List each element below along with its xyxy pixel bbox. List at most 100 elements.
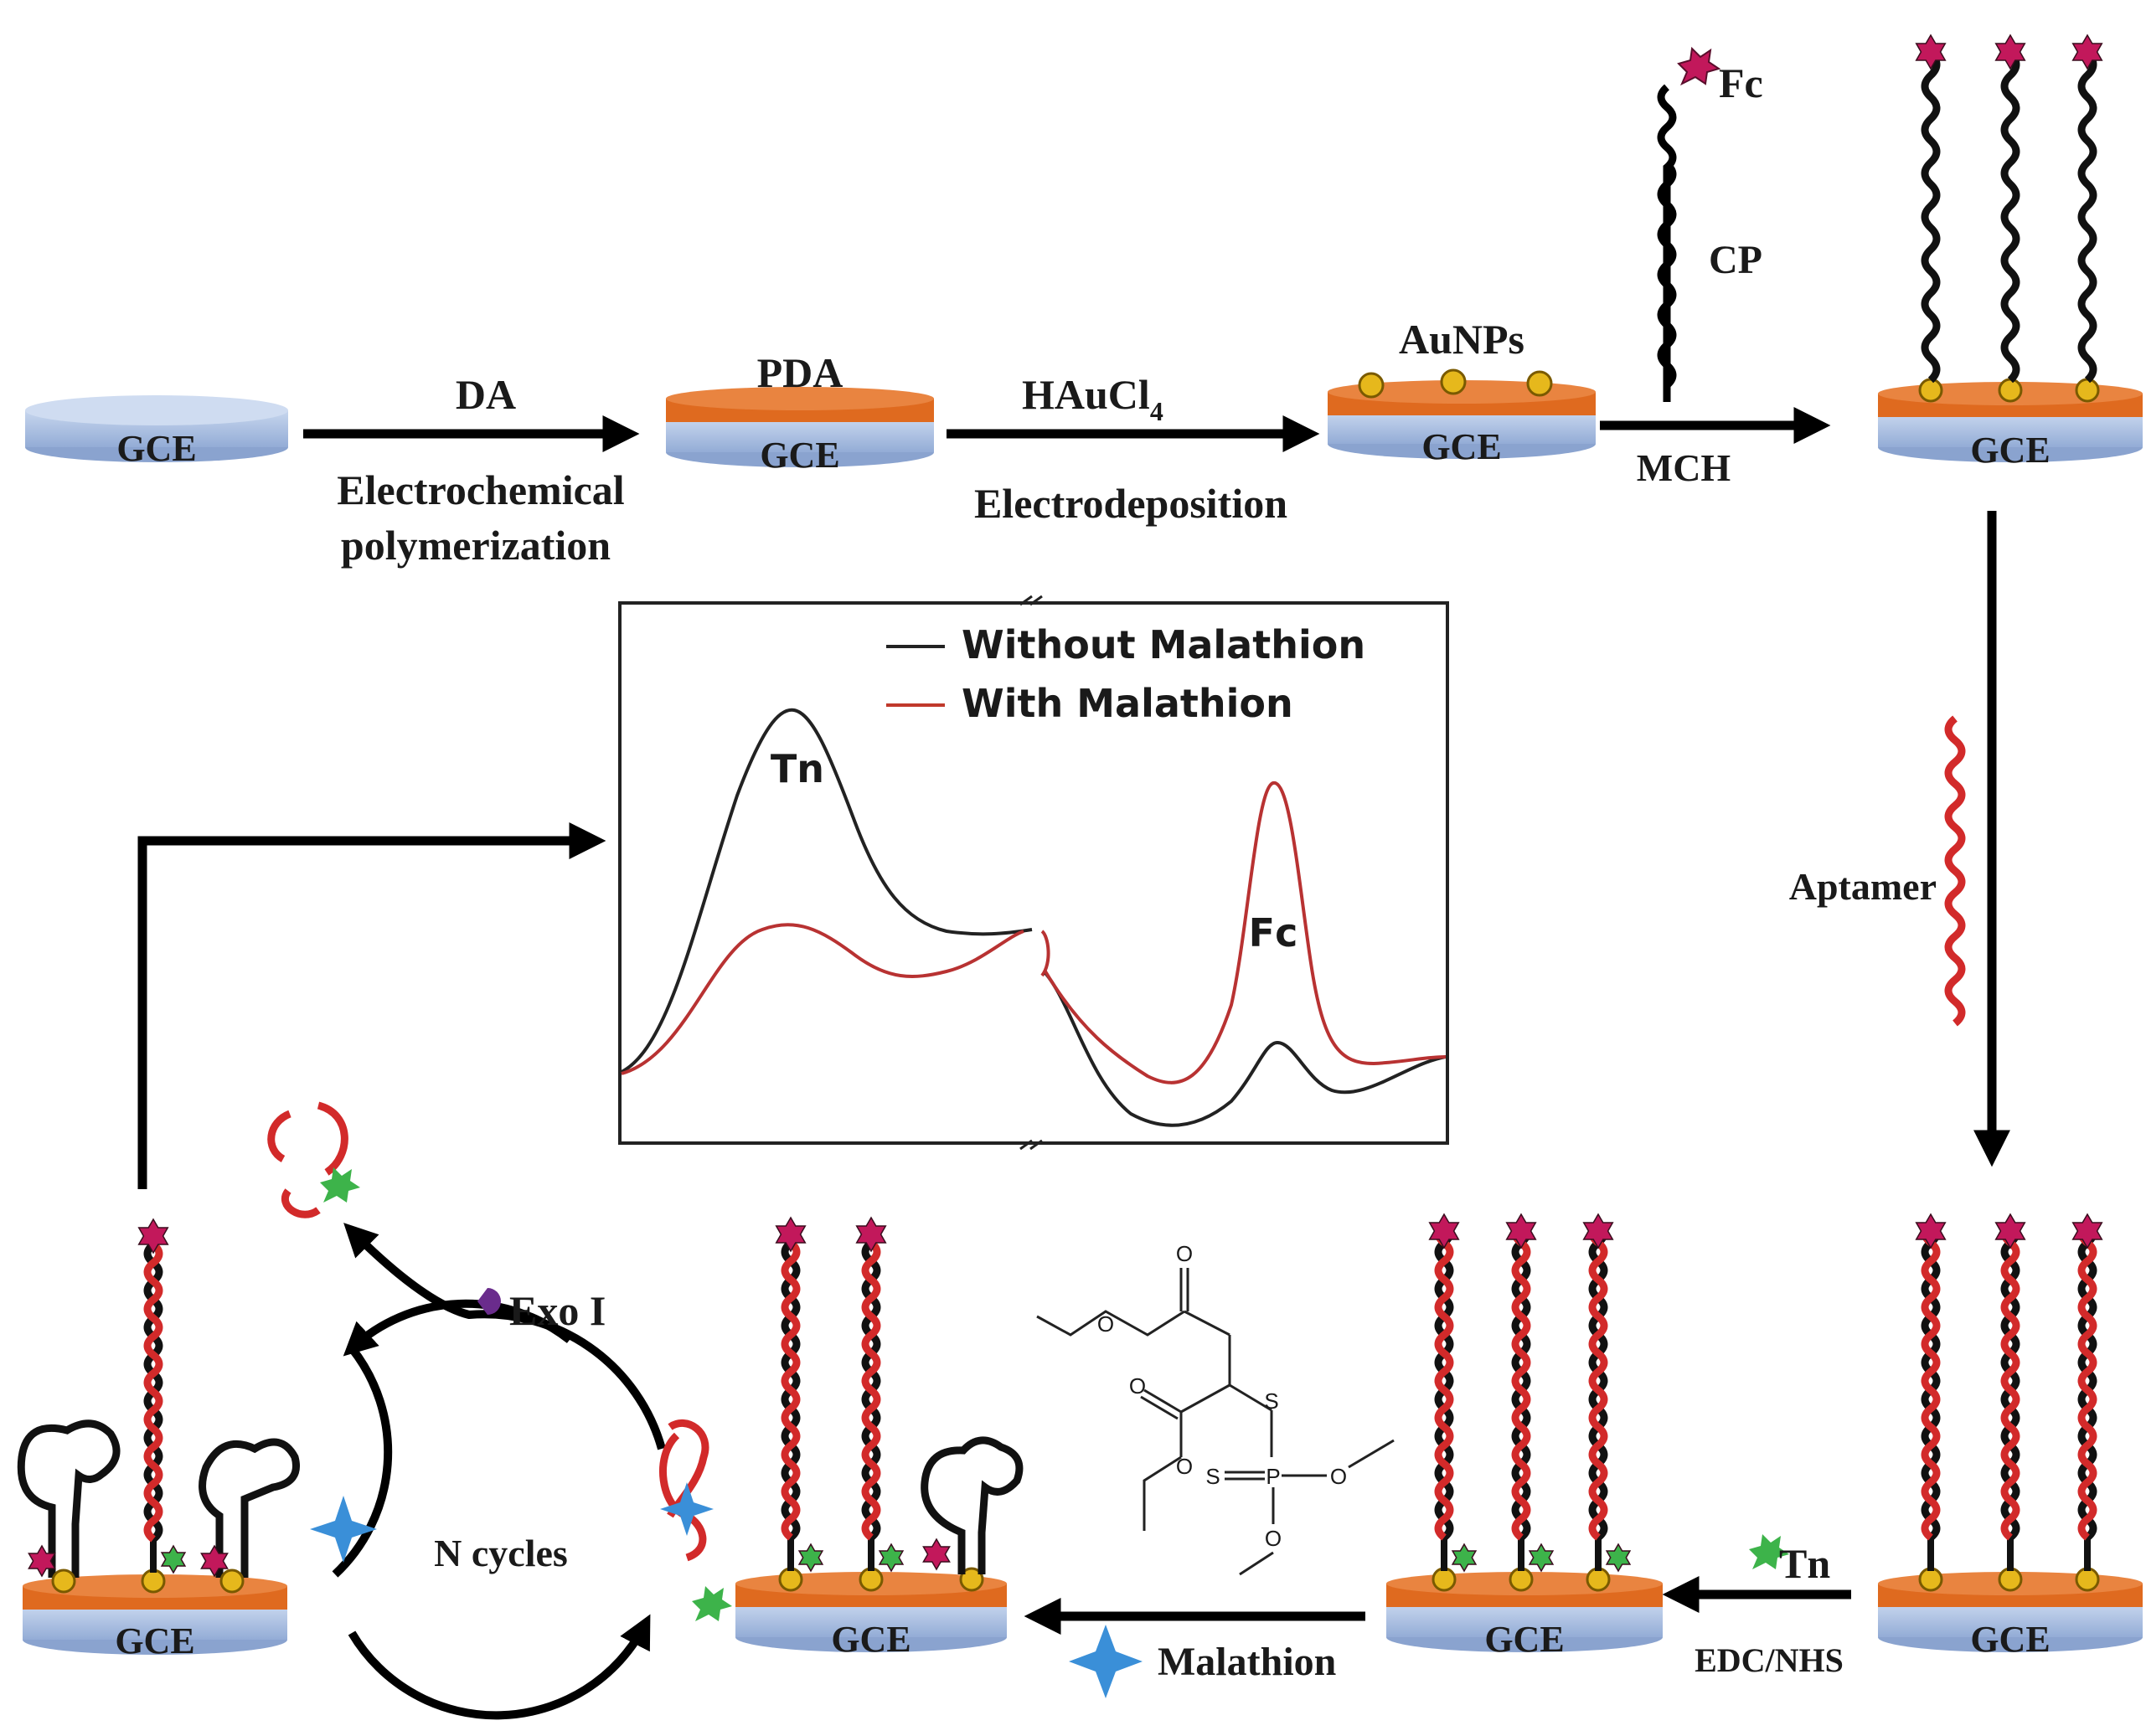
axis-break-mark [1029,1139,1043,1151]
svg-text:S: S [1205,1464,1220,1489]
gold-nanoparticle [1432,1567,1457,1592]
electrode-pda: GCE [666,387,934,476]
arrow-to-inset [137,822,606,1189]
malathion-label: Malathion [1158,1640,1336,1684]
tn-icon [1451,1543,1478,1573]
electrode-displaced: GCE [735,1216,1024,1660]
curve-with-left [621,923,1024,1075]
cycle-arc-exo [343,1223,666,1450]
electrode-cp: GCE [1878,33,2143,471]
aptamer-strand [1511,1221,1531,1541]
malathion-structure [1036,1268,1395,1576]
gold-nanoparticle [2075,378,2100,403]
fc-icon [1582,1213,1614,1249]
fc-icon [922,1538,951,1571]
svg-text:S: S [1264,1388,1278,1414]
da-label: DA [456,371,516,418]
aptamer-label: Aptamer [1789,865,1937,908]
capture-probe-wave [1657,161,1677,389]
gce-label: GCE [760,435,839,476]
peak-label-tn: Tn [771,746,824,791]
malathion-atoms: O O O O S S P O O [1097,1241,1347,1551]
aptamer-strand [1588,1221,1608,1541]
fc-icon [2071,1213,2103,1249]
malathion-star-icon [310,1496,377,1563]
tn-icon [797,1543,824,1573]
capture-probe-strand [2000,50,2020,384]
aptamer-strand [2077,1221,2097,1541]
pda-label: PDA [757,349,843,396]
aptamer-strand [1921,1221,1941,1541]
voltammogram-inset: Without Malathion With Malathion Tn Fc [618,595,1449,1151]
capture-probe-strand [2077,50,2097,384]
gold-nanoparticle [1998,378,2023,403]
axis-break-mark [1019,1139,1033,1151]
capture-probe-strand [1921,50,1941,384]
electrode-final: GCE [17,1218,300,1661]
inset-frame [618,601,1449,1145]
tn-label: Tn [1779,1540,1830,1587]
aptamer-strand [781,1239,801,1541]
gold-nanoparticle [778,1567,803,1592]
tn-icon [1605,1543,1632,1573]
hairpin-probe [17,1419,121,1578]
tn-icon [878,1543,905,1573]
malathion-star-icon [660,1482,714,1536]
gce-label: GCE [831,1619,911,1660]
tn-icon [160,1544,187,1574]
fc-icon [1994,33,2026,70]
svg-text:O: O [1265,1526,1282,1551]
aptamer-fragment [317,1101,348,1176]
curve-with-break [1040,930,1050,977]
gold-nanoparticle [1586,1567,1611,1592]
gold-nanoparticle [1918,378,1943,403]
electrodeposition-label: Electrodeposition [974,480,1287,527]
fc-icon [1505,1213,1537,1249]
capture-probe-strand [1657,84,1677,402]
hairpin-probe [199,1438,300,1578]
aptamer-strand [861,1239,881,1541]
cycle-arc-bottom [348,1614,651,1720]
exo-label: Exo I [509,1287,606,1334]
malathion-star-icon [1069,1625,1143,1698]
cp-label: CP [1709,238,1762,282]
polymerization-label: polymerization [341,522,611,569]
gold-nanoparticle [51,1569,76,1594]
fc-icon [2071,33,2103,70]
gce-label: GCE [1421,426,1501,467]
gold-nanoparticle [1918,1567,1943,1592]
tn-icon [1528,1543,1555,1573]
fc-icon [1677,46,1721,86]
fc-icon [200,1544,229,1578]
aptamer-strand [1944,715,1966,1027]
fc-icon [1428,1213,1460,1249]
curve-with-right [1044,781,1447,1084]
curve-without-left [621,708,1033,1074]
electrode-aunps: GCE [1328,368,1596,467]
legend-without: Without Malathion [962,622,1365,667]
svg-text:O: O [1176,1241,1193,1266]
axis-break-mark [1019,595,1033,606]
aptamer-fragment [267,1110,291,1162]
gce-label: GCE [115,1620,194,1661]
tn-icon [692,1586,732,1621]
electrochemical-label: Electrochemical [337,466,624,513]
duplex-strand-group [1915,1213,2103,1592]
cp-strand-group [1915,33,2103,403]
gce-label: GCE [1970,430,2050,471]
fc-icon [1915,33,1947,70]
hauc-label: HAuCl4 [1022,371,1163,426]
gold-nanoparticle [1998,1567,2023,1592]
gold-nanoparticle [1509,1567,1534,1592]
gold-nanoparticle [959,1567,984,1592]
svg-text:P: P [1266,1464,1280,1489]
gold-nanoparticle [1526,370,1553,397]
aptamer-strand [1434,1221,1454,1541]
svg-text:O: O [1330,1464,1347,1489]
svg-text:O: O [1097,1311,1114,1337]
fc-icon [855,1216,887,1253]
gce-label: GCE [1970,1619,2050,1660]
tn-icon [1749,1534,1789,1569]
gold-nanoparticle [1440,368,1467,395]
